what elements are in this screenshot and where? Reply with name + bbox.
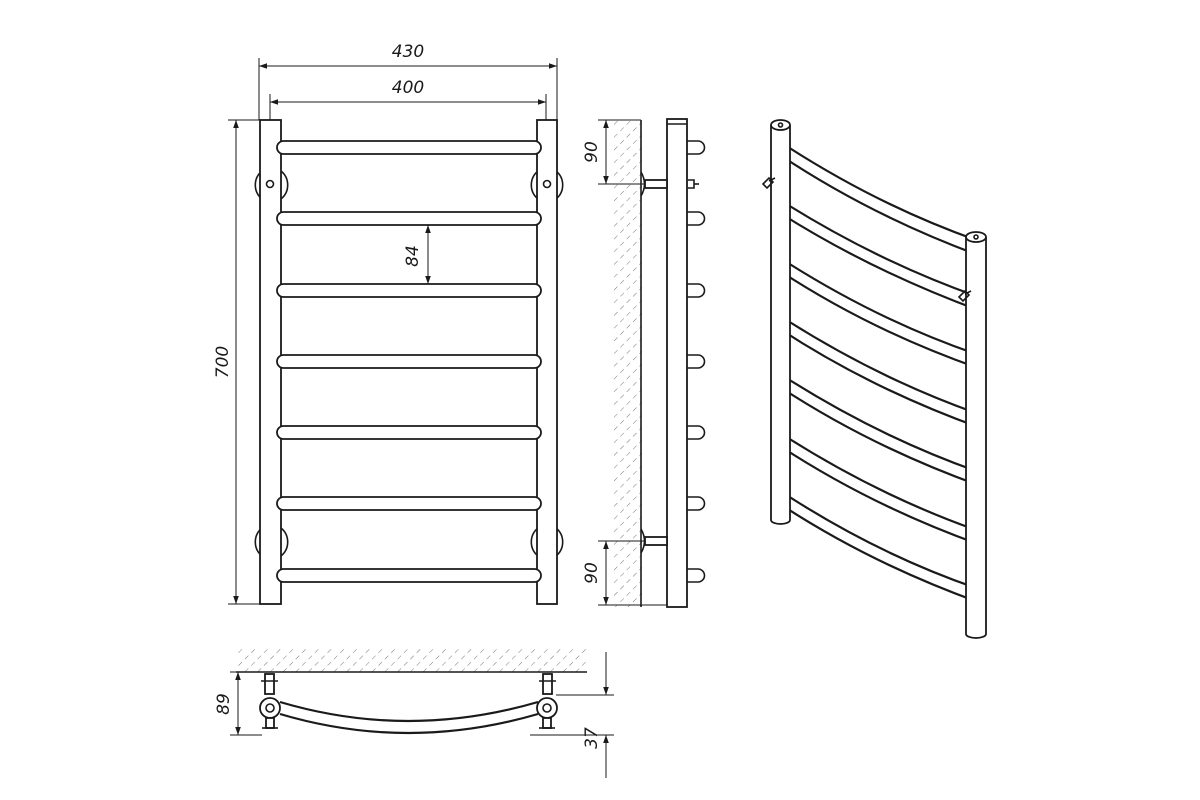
front-view: 430 400 700 [213, 42, 564, 605]
rungs-side [687, 140, 706, 583]
rungs-front [276, 140, 542, 583]
isometric-view [761, 119, 987, 639]
top-view: 89 37 [214, 648, 614, 778]
iso-right-upright [965, 237, 987, 639]
dim-wall-depth: 89 [214, 693, 234, 715]
side-upright [666, 118, 688, 608]
dim-bar-width: 400 [392, 78, 424, 98]
dim-bottom-offset: 90 [582, 562, 602, 584]
dim-height: 700 [213, 346, 233, 378]
dim-rung-pitch: 84 [403, 245, 423, 267]
dim-overall-width: 430 [392, 42, 424, 62]
dim-top-offset: 90 [582, 141, 602, 163]
side-view: 90 90 [582, 118, 706, 608]
rungs-iso [779, 146, 979, 604]
iso-left-upright [770, 125, 791, 525]
dim-bar-depth: 37 [582, 727, 602, 749]
